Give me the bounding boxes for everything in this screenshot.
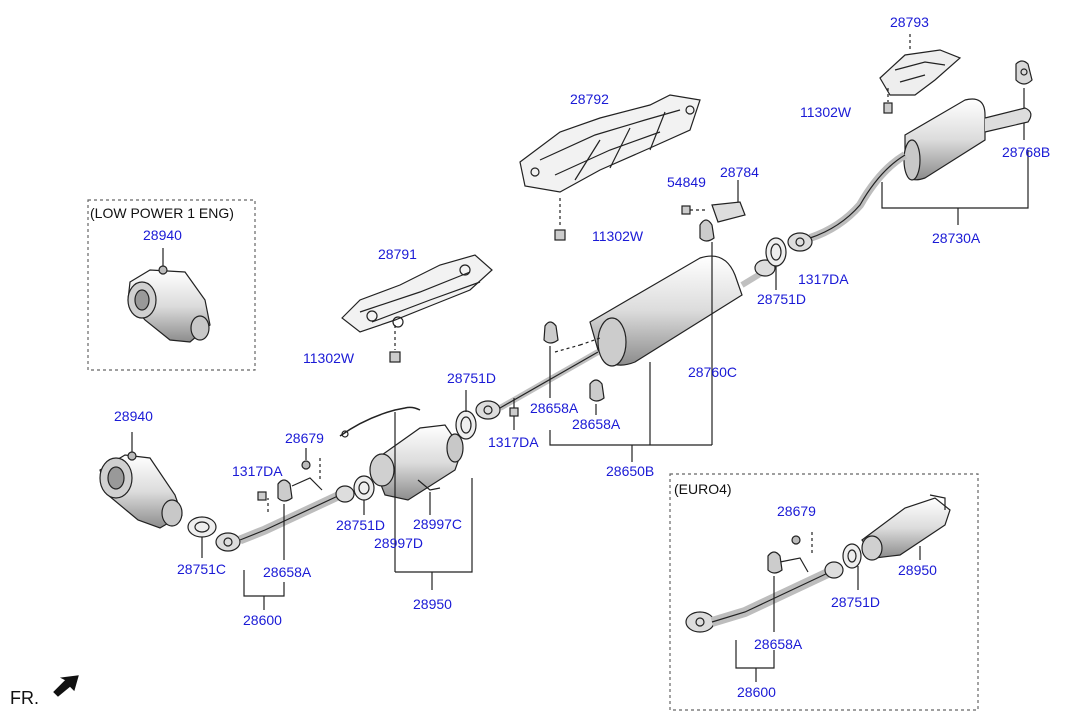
hanger-28784: [699, 180, 746, 242]
label-28658a-left: 28658A: [263, 564, 312, 580]
gasket-28751c: [187, 516, 217, 558]
label-11302w-left: 11302W: [303, 350, 355, 366]
label-11302w-mid: 11302W: [592, 228, 644, 244]
label-28751d-right: 28751D: [757, 291, 807, 307]
label-28751d-middle: 28751D: [447, 370, 497, 386]
hanger-28658a-m2: [589, 379, 605, 415]
label-28658a-euro4: 28658A: [754, 636, 803, 652]
leader-28730a: [881, 150, 1029, 209]
label-28658a-m1: 28658A: [530, 400, 579, 416]
catalyst-28950: [339, 406, 464, 572]
bolt-11302w-left: [389, 351, 401, 363]
label-28751d-left: 28751D: [336, 517, 386, 533]
center-muffler-28650b: [475, 255, 782, 420]
label-1317da-left: 1317DA: [232, 463, 283, 479]
label-28600: 28600: [243, 612, 282, 628]
heat-shield-28791: [341, 254, 493, 350]
label-54849: 54849: [667, 174, 706, 190]
label-28679-euro4: 28679: [777, 503, 816, 519]
label-28997d: 28997D: [374, 535, 424, 551]
hanger-28658a-m1: [543, 321, 559, 398]
euro4-caption: (EURO4): [674, 481, 732, 497]
heat-shield-28793: [879, 34, 962, 96]
label-28791: 28791: [378, 246, 417, 262]
catalyst-28940: [99, 432, 183, 529]
label-28751c: 28751C: [177, 561, 227, 577]
bolt-11302w-mid: [554, 229, 566, 241]
label-28950: 28950: [413, 596, 452, 612]
front-pipe-28600: [215, 477, 355, 552]
label-28950-euro4: 28950: [898, 562, 937, 578]
label-28600-euro4: 28600: [737, 684, 776, 700]
catalyst-28940-low: [127, 248, 211, 343]
label-11302w-top: 11302W: [800, 104, 852, 120]
label-28784: 28784: [720, 164, 759, 180]
bolt-28679-euro4: [791, 532, 813, 556]
hanger-28658a-euro4: [767, 551, 783, 632]
low-power-caption: (LOW POWER 1 ENG): [90, 205, 234, 221]
front-marker: FR.: [10, 688, 39, 708]
label-1317da-middle: 1317DA: [488, 434, 539, 450]
bolt-28679: [301, 448, 321, 480]
label-28650b: 28650B: [606, 463, 655, 479]
front-arrow-icon: [53, 675, 79, 697]
label-28679: 28679: [285, 430, 324, 446]
label-28751d-euro4: 28751D: [831, 594, 881, 610]
leader-28600-euro4: [735, 640, 775, 669]
hanger-28658a-left: [277, 479, 293, 560]
gasket-28751d-right: [765, 237, 787, 290]
gasket-28751d-euro4: [842, 543, 862, 590]
label-28940: 28940: [114, 408, 153, 424]
leader-28950: [395, 478, 473, 573]
label-28793: 28793: [890, 14, 929, 30]
hanger-28768b: [1015, 60, 1033, 140]
label-1317da-right: 1317DA: [798, 271, 849, 287]
label-28792: 28792: [570, 91, 609, 107]
label-28997c: 28997C: [413, 516, 463, 532]
leader-28650b: [549, 430, 712, 446]
euro4-box: [669, 473, 979, 711]
label-28658a-m2: 28658A: [572, 416, 621, 432]
label-28768b: 28768B: [1002, 144, 1051, 160]
front-pipe-28600-euro4: [685, 557, 844, 633]
gasket-28751d-middle: [455, 390, 477, 440]
heat-shield-28792: [519, 94, 701, 228]
low-power-box: [87, 199, 256, 371]
label-28940-low: 28940: [143, 227, 182, 243]
catalyst-28950-euro4: [861, 494, 951, 561]
bolt-54849: [681, 205, 705, 215]
label-28760c: 28760C: [688, 364, 738, 380]
bolt-1317da-left: [257, 491, 267, 501]
gasket-28751d-left: [353, 475, 375, 515]
bolt-11302w-top: [883, 88, 893, 114]
rear-muffler-28730a: [787, 98, 1032, 252]
label-28730a: 28730A: [932, 230, 981, 246]
